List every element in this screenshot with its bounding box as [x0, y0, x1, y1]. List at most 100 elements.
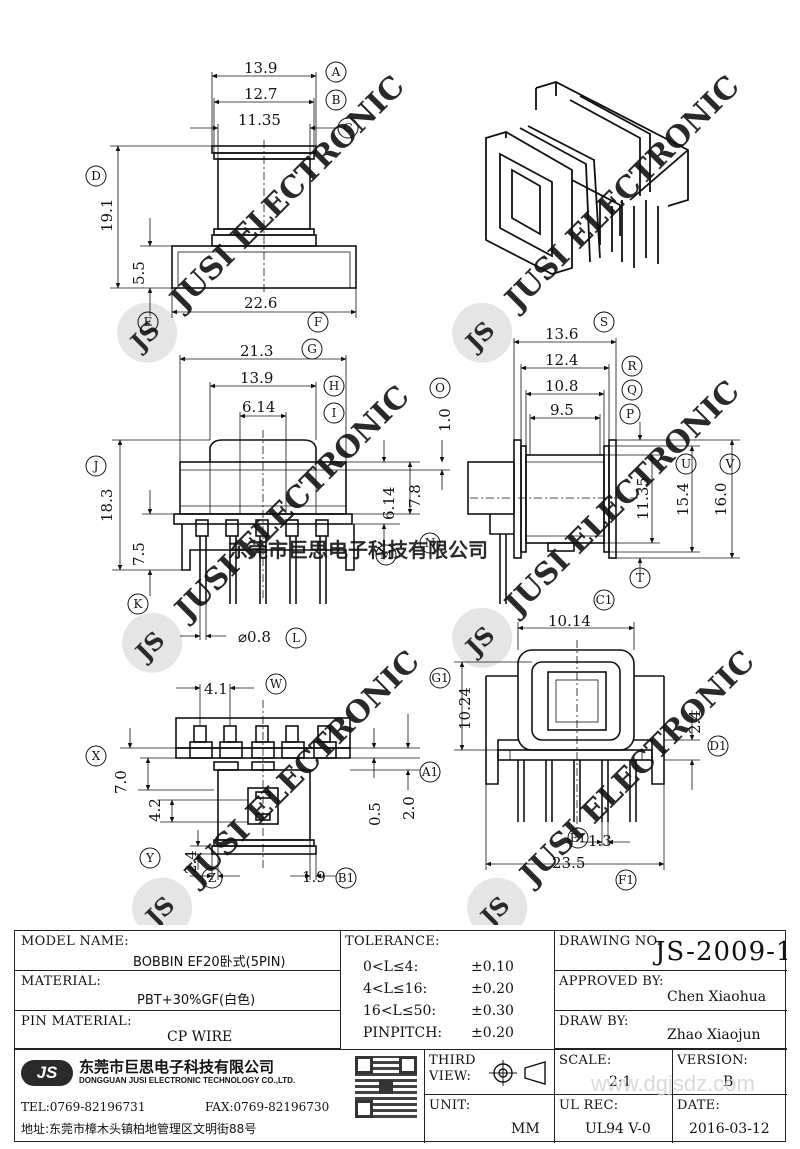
dim-v: 16.0: [712, 483, 730, 516]
dim-i: 6.14: [242, 398, 275, 416]
company-cell: JS 东莞市巨思电子科技有限公司 DONGGUAN JUSI ELECTRONI…: [15, 1049, 425, 1143]
callout-e: E: [144, 315, 153, 329]
dim-s: 13.6: [545, 325, 578, 343]
callout-k: K: [134, 597, 144, 611]
callout-v: V: [725, 457, 735, 471]
company-address: 地址:东莞市樟木头镇柏地管理区文明街88号: [21, 1122, 257, 1136]
dim-x: 7.0: [112, 770, 130, 794]
dim-w: 4.1: [204, 680, 228, 698]
watermark-group: JS JUSI ELECTRONIC JS JUSI ELECTRONIC JS…: [117, 69, 762, 925]
watermark-text: JUSI ELECTRONIC: [161, 69, 411, 319]
tolerance-label: TOLERANCE:: [345, 934, 440, 949]
dim-a1: 0.5: [366, 802, 384, 826]
callout-d: D: [91, 169, 101, 183]
draw-by-label: DRAW BY:: [559, 1014, 629, 1029]
scale-value: 2:1: [609, 1074, 632, 1090]
version-cell: VERSION: B: [673, 1049, 787, 1095]
company-fax: FAX:0769-82196730: [205, 1100, 330, 1114]
callout-x: X: [92, 749, 101, 763]
dim-e1: 1.3: [588, 832, 612, 850]
callout-q: Q: [627, 383, 637, 397]
end-view: [454, 622, 700, 870]
approved-by-value: Chen Xiaohua: [667, 989, 767, 1005]
third-view-label: THIRD VIEW:: [429, 1053, 476, 1084]
drawing-no-value: JS-2009-1: [655, 937, 787, 967]
dim-d1: 2.4: [686, 710, 704, 734]
watermark-text: JUSI ELECTRONIC: [496, 69, 746, 319]
callout-a: A: [331, 65, 341, 79]
date-value: 2016-03-12: [689, 1121, 770, 1137]
callout-p: P: [626, 407, 634, 421]
callout-letters: A B C D E F G H I J K L M N O P Q R S T …: [91, 65, 734, 887]
callout-r: R: [627, 359, 637, 373]
callout-s: S: [600, 315, 608, 329]
callout-f: F: [314, 315, 322, 329]
draw-by-value: Zhao Xiaojun: [667, 1027, 761, 1043]
tolerance-range-1: 0<L≤4:: [363, 959, 419, 975]
material-label: MATERIAL:: [21, 974, 102, 989]
dim-a1b: 2.0: [400, 796, 418, 820]
callout-c: C: [343, 121, 352, 135]
dim-o: 1.0: [436, 408, 454, 432]
dim-f1: 23.5: [552, 854, 585, 872]
dim-l: ⌀0.8: [238, 628, 271, 646]
dim-b1: 1.9: [302, 868, 326, 886]
approved-by-label: APPROVED BY:: [559, 974, 664, 989]
top-view: [110, 72, 357, 318]
tolerance-value-3: ±0.30: [471, 1003, 514, 1019]
callout-d1: D1: [709, 739, 726, 753]
scale-cell: SCALE: 2:1: [555, 1049, 673, 1095]
drawing-no-cell: DRAWING NO. JS-2009-1: [555, 931, 787, 971]
company-name-en: DONGGUAN JUSI ELECTRONIC TECHNOLOGY CO.,…: [79, 1076, 296, 1085]
tolerance-cell: TOLERANCE: 0<L≤4: ±0.10 4<L≤16: ±0.20 16…: [341, 931, 555, 1049]
callout-m: M: [380, 548, 392, 562]
company-tel: TEL:0769-82196731: [21, 1100, 146, 1114]
callout-t: T: [636, 571, 644, 585]
dim-y: 4.2: [146, 798, 164, 822]
dim-d: 19.1: [98, 199, 116, 232]
callout-y: Y: [145, 851, 155, 865]
version-label: VERSION:: [677, 1053, 749, 1068]
dim-p: 9.5: [550, 401, 574, 419]
dim-q: 10.8: [545, 377, 578, 395]
model-name-cell: MODEL NAME: BOBBIN EF20卧式(5PIN): [15, 931, 341, 971]
third-angle-projection-icon: [489, 1060, 546, 1086]
watermark-text: JUSI ELECTRONIC: [496, 374, 746, 624]
dim-t: 11.35: [634, 477, 652, 520]
callout-l: L: [292, 631, 300, 645]
dim-k: 7.5: [130, 542, 148, 566]
title-block: MODEL NAME: BOBBIN EF20卧式(5PIN) MATERIAL…: [14, 930, 787, 1143]
callout-f1: F1: [618, 873, 634, 887]
dim-c: 11.35: [238, 111, 281, 129]
qr-code: [355, 1056, 417, 1118]
dim-g1: 10.24: [456, 687, 474, 730]
dim-g: 21.3: [240, 342, 273, 360]
callout-e1: E1: [570, 831, 586, 845]
callout-c1: C1: [596, 593, 613, 607]
dim-j: 18.3: [98, 489, 116, 522]
third-view-cell: THIRD VIEW:: [425, 1049, 555, 1095]
callout-g: G: [307, 342, 317, 356]
tolerance-value-4: ±0.20: [471, 1025, 514, 1041]
dim-a: 13.9: [244, 59, 277, 77]
ul-rec-cell: UL REC: UL94 V-0: [555, 1095, 673, 1143]
callout-u: U: [681, 457, 691, 471]
callout-circles: [85, 61, 741, 891]
callout-j: J: [92, 459, 99, 473]
pin-material-label: PIN MATERIAL:: [21, 1014, 132, 1029]
tolerance-range-4: PINPITCH:: [363, 1025, 443, 1041]
draw-by-cell: DRAW BY: Zhao Xiaojun: [555, 1011, 787, 1049]
callout-a1: A1: [421, 765, 438, 779]
callout-h: H: [329, 379, 339, 393]
unit-label: UNIT:: [429, 1098, 471, 1113]
callout-b: B: [332, 93, 341, 107]
site-watermark: www.dgjsdz.com: [591, 1071, 755, 1096]
dim-z: 2.4: [182, 850, 200, 874]
dim-h: 13.9: [240, 369, 273, 387]
date-cell: DATE: 2016-03-12: [673, 1095, 787, 1143]
callout-z: Z: [208, 871, 216, 885]
front-view: [112, 355, 450, 640]
tolerance-value-2: ±0.20: [471, 981, 514, 997]
ul-rec-value: UL94 V-0: [585, 1121, 651, 1137]
callout-b1: B1: [338, 871, 354, 885]
